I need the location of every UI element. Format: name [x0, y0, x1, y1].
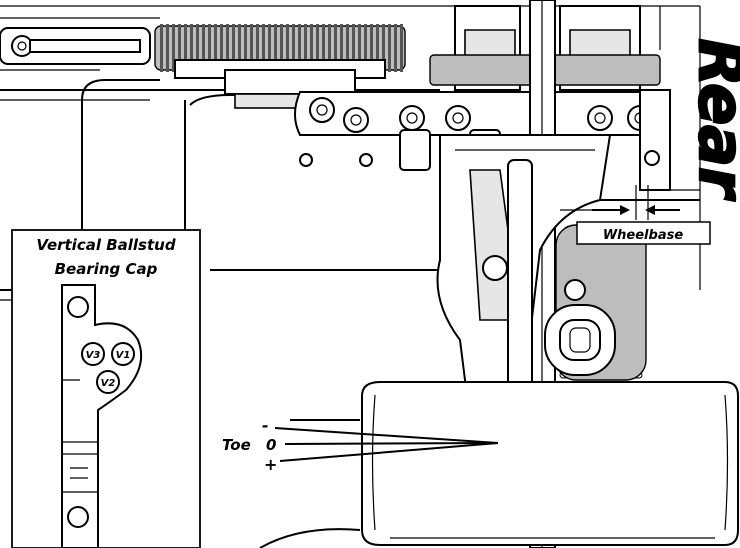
gear-tooth — [322, 24, 325, 72]
axle-carrier — [544, 304, 616, 376]
gear-tooth — [304, 24, 307, 72]
gear-tooth — [376, 24, 379, 72]
wheelbase-callout: Wheelbase — [576, 221, 711, 245]
rear-title-text: Rear — [685, 38, 740, 201]
gear-tooth — [274, 24, 277, 72]
gear-tooth — [292, 24, 295, 72]
gear-tooth — [358, 24, 361, 72]
gear-tooth — [388, 24, 391, 72]
gear-tooth — [196, 24, 199, 72]
gear-tooth — [298, 24, 301, 72]
gear-tooth — [178, 24, 181, 72]
gear-tooth — [256, 24, 259, 72]
gear-tooth — [262, 24, 265, 72]
gear-tooth — [328, 24, 331, 72]
gear-tooth — [352, 24, 355, 72]
gear-tooth — [226, 24, 229, 72]
gear-tooth — [316, 24, 319, 72]
gear-tooth — [160, 24, 163, 72]
gear-tooth — [394, 24, 397, 72]
gear-tooth — [232, 24, 235, 72]
wheelbase-arrows — [592, 185, 680, 220]
toe-indicator: - Toe 0 + — [222, 416, 499, 474]
position-v3: V3 — [86, 350, 101, 361]
gear-tooth — [244, 24, 247, 72]
bearing-cap-inset: Vertical Ballstud Bearing Cap V3 V1 V2 — [11, 229, 201, 548]
gear-tooth — [190, 24, 193, 72]
position-v2: V2 — [101, 378, 116, 389]
gear-tooth — [334, 24, 337, 72]
gear-tooth — [184, 24, 187, 72]
gear-tooth — [364, 24, 367, 72]
gear-tooth — [346, 24, 349, 72]
gear-tooth — [202, 24, 205, 72]
toe-minus: - — [262, 416, 269, 435]
right-mount — [600, 89, 700, 201]
gear-tooth — [214, 24, 217, 72]
rear-title: Rear — [684, 37, 740, 202]
gear-tooth — [280, 24, 283, 72]
toe-label: Toe — [222, 436, 251, 454]
gear-tooth — [238, 24, 241, 72]
toe-zero: 0 — [266, 436, 276, 454]
position-v1: V1 — [116, 350, 131, 361]
gear-tooth — [400, 24, 403, 72]
gear-tooth — [172, 24, 175, 72]
gear-tooth — [286, 24, 289, 72]
gear-tooth — [220, 24, 223, 72]
gear-tooth — [370, 24, 373, 72]
gear-tooth — [208, 24, 211, 72]
gear-tooth — [340, 24, 343, 72]
gear-tooth — [166, 24, 169, 72]
toe-plus: + — [264, 455, 277, 474]
gear-tooth — [382, 24, 385, 72]
rear-tire — [361, 381, 739, 546]
inset-title-line1: Vertical Ballstud — [36, 236, 175, 254]
upper-link — [0, 27, 151, 71]
inset-title-line2: Bearing Cap — [55, 260, 158, 278]
gear-tooth — [268, 24, 271, 72]
wheelbase-label: Wheelbase — [603, 228, 684, 243]
gear-tooth — [250, 24, 253, 72]
gear-tooth — [310, 24, 313, 72]
